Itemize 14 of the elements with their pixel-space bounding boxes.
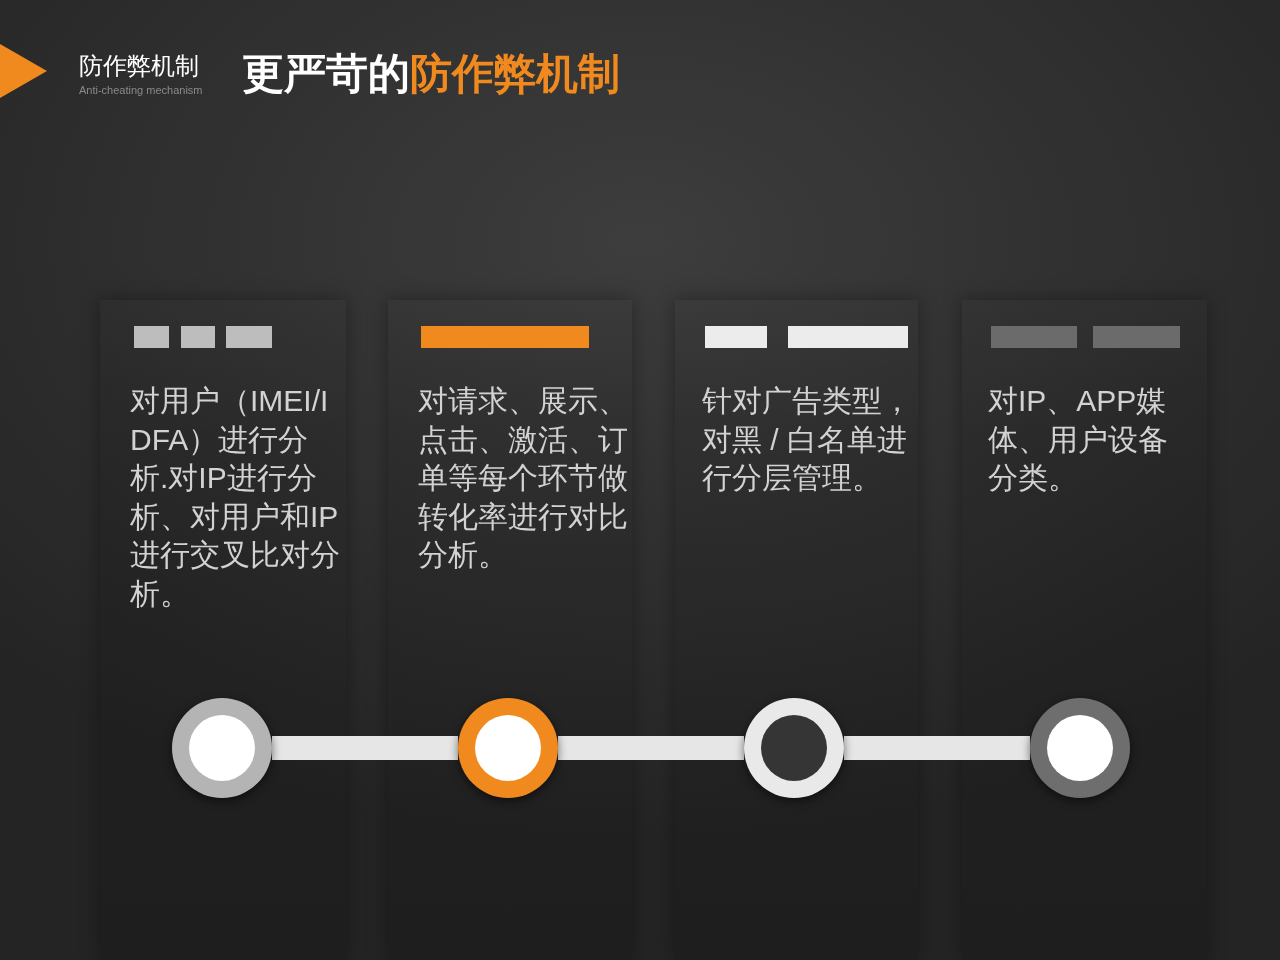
section-subtitle: Anti-cheating mechanism bbox=[79, 84, 203, 98]
connector-line bbox=[558, 736, 744, 760]
timeline-circle bbox=[1030, 698, 1130, 798]
description-text: 对用户（IMEI/IDFA）进行分析.对IP进行分析、对用户和IP进行交叉比对分析。 bbox=[130, 383, 341, 612]
connector-line bbox=[272, 736, 458, 760]
connector-line bbox=[844, 736, 1030, 760]
section-label: 防作弊机制 bbox=[79, 52, 199, 81]
timeline-circle bbox=[458, 698, 558, 798]
description-text: 针对广告类型，对黑 / 白名单进行分层管理。 bbox=[702, 383, 913, 496]
timeline-circle bbox=[172, 698, 272, 798]
description-text: 对请求、展示、点击、激活、订单等每个环节做转化率进行对比分析。 bbox=[418, 383, 629, 573]
description-text: 对IP、APP媒体、用户设备分类。 bbox=[988, 383, 1169, 496]
timeline-circle bbox=[744, 698, 844, 798]
slide-title: 更严苛的防作弊机制 bbox=[242, 49, 620, 99]
